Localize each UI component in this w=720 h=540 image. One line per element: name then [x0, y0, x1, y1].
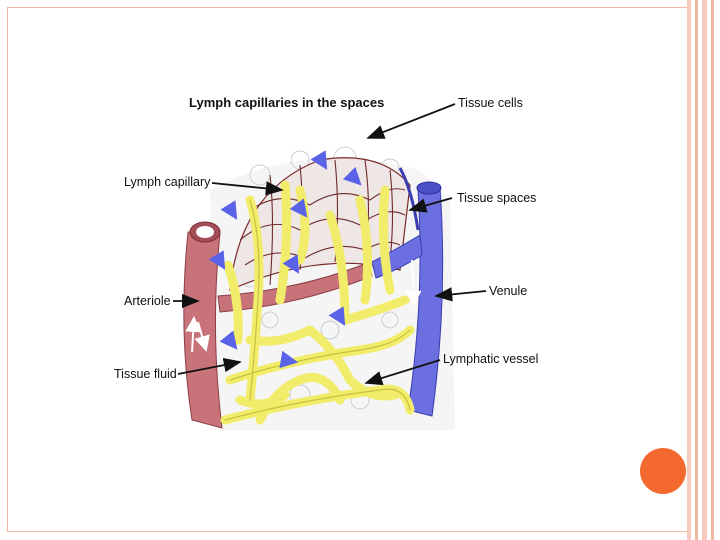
label-tissue-fluid: Tissue fluid [114, 367, 177, 381]
diagram-title: Lymph capillaries in the spaces [189, 95, 384, 110]
label-tissue-cells: Tissue cells [458, 96, 523, 110]
label-venule: Venule [489, 284, 527, 298]
label-arteriole: Arteriole [124, 294, 171, 308]
label-tissue-spaces: Tissue spaces [457, 191, 536, 205]
label-lymph-capillary: Lymph capillary [124, 175, 211, 189]
label-lymphatic-vessel: Lymphatic vessel [443, 352, 538, 366]
